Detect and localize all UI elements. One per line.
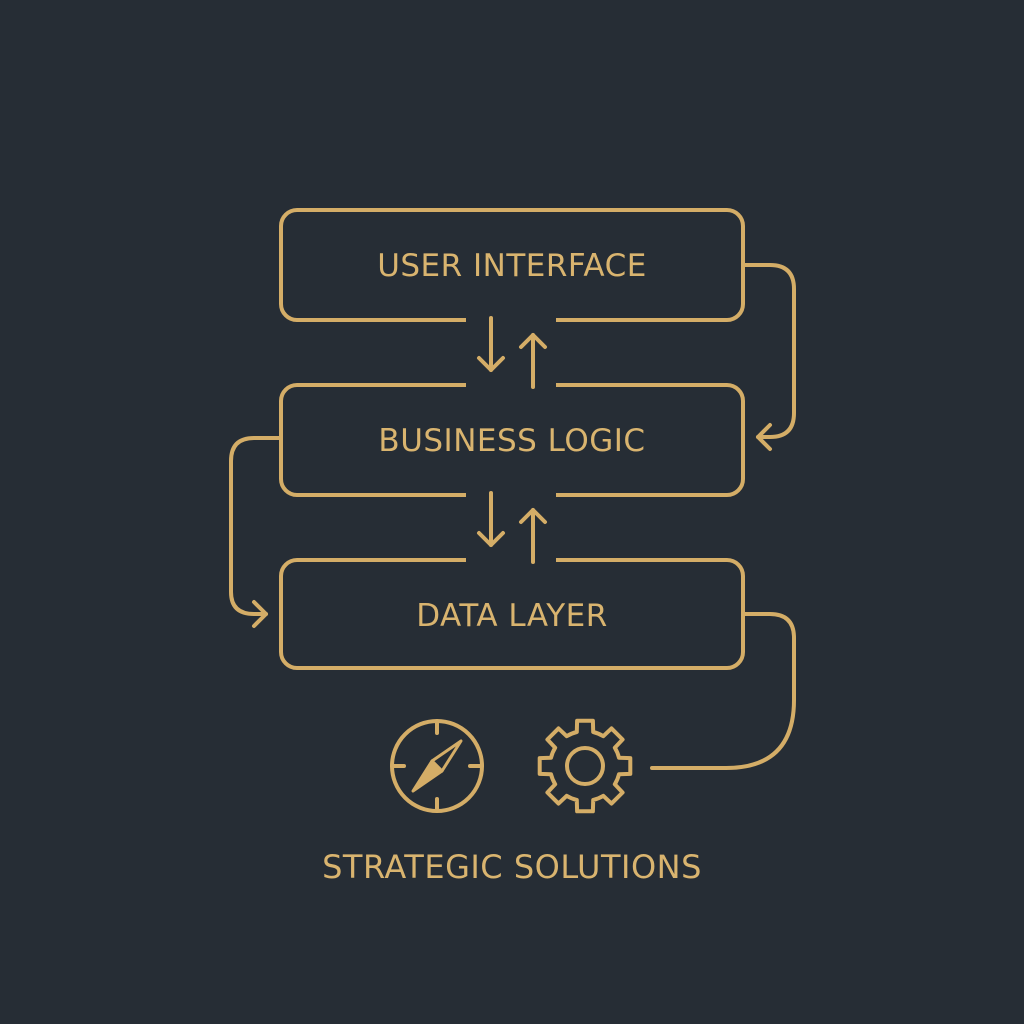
arrow-up-data-to-logic	[519, 508, 547, 564]
arrows-logic-data	[477, 491, 547, 564]
gear-icon	[537, 718, 633, 814]
arrow-down-logic-to-data	[477, 491, 505, 547]
loop-data-to-gear	[650, 612, 796, 770]
compass-icon	[390, 719, 484, 813]
layer-user-interface: USER INTERFACE	[279, 208, 745, 322]
data-layer-label: DATA LAYER	[416, 598, 608, 634]
loop-ui-to-logic	[743, 263, 796, 451]
arrow-up-logic-to-ui	[519, 333, 547, 389]
loop-logic-to-data	[229, 436, 281, 628]
layer-business-logic: BUSINESS LOGIC	[279, 383, 745, 497]
user-interface-label: USER INTERFACE	[377, 248, 647, 284]
footer-title: STRATEGIC SOLUTIONS	[322, 848, 702, 886]
arrows-ui-logic	[477, 316, 547, 389]
layer-data: DATA LAYER	[279, 558, 745, 670]
arrow-down-ui-to-logic	[477, 316, 505, 372]
business-logic-label: BUSINESS LOGIC	[378, 423, 645, 459]
